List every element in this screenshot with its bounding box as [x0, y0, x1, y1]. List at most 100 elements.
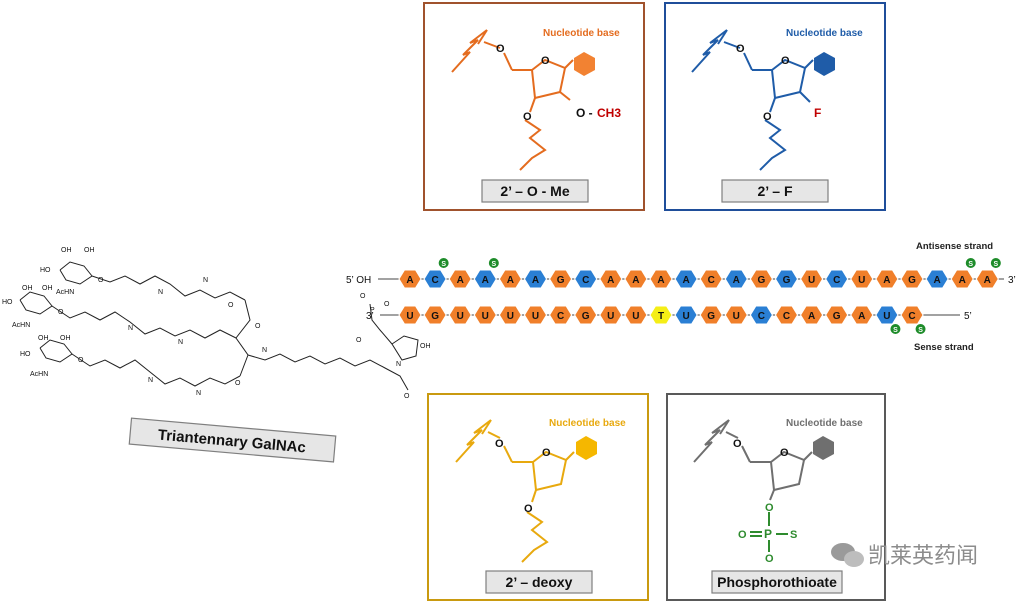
- antisense-strand-label: Antisense strand: [916, 241, 993, 252]
- f-substituent: F: [814, 106, 821, 120]
- galnac-atom: O: [235, 380, 241, 387]
- galnac-atom: N: [148, 377, 153, 384]
- nucleotide-letter: C: [758, 311, 765, 322]
- nucleotide-letter: U: [607, 311, 614, 322]
- phosphorothioate-structure: [693, 419, 813, 501]
- nucleotide-letter: T: [658, 311, 664, 322]
- galnac-atom: OH: [42, 285, 53, 292]
- nucleotide-letter: U: [507, 311, 514, 322]
- sense-nucleotide: [423, 305, 447, 325]
- ome-substituent-ch3: CH3: [597, 106, 621, 120]
- watermark: 凯莱英药闻: [831, 543, 978, 569]
- nucleotide-letter: A: [933, 275, 940, 286]
- antisense-nucleotide: [574, 269, 598, 289]
- panel-2-deoxy-label: 2’ – deoxy: [506, 574, 573, 590]
- antisense-nucleotide: [825, 269, 849, 289]
- sense-nucleotide: [850, 305, 874, 325]
- sense-nucleotide: [498, 305, 522, 325]
- nucleotide-letter: A: [607, 275, 614, 286]
- ps-o-top: O: [733, 438, 742, 450]
- nucleotide-letter: G: [783, 275, 791, 286]
- nucleotide-letter: G: [582, 311, 590, 322]
- panel-phosphorothioate: O O O O P S O Nucleotide base Phosphorot…: [666, 393, 886, 601]
- sense-3-end: 3’: [366, 311, 374, 322]
- galnac-atom: N: [158, 289, 163, 296]
- nucleotide-letter: C: [431, 275, 438, 286]
- panel-2-o-me-label-box: [481, 179, 589, 203]
- sense-nucleotide: [649, 305, 673, 325]
- galnac-atom: O: [255, 323, 261, 330]
- phosphorothioate-marker-label: S: [441, 261, 446, 268]
- galnac-atom: HO: [40, 267, 51, 274]
- sense-nucleotide: [473, 305, 497, 325]
- sense-nucleotide: [800, 305, 824, 325]
- sense-nucleotide: [574, 305, 598, 325]
- galnac-atom: N: [396, 361, 401, 368]
- galnac-atom: N: [128, 325, 133, 332]
- nucleotide-letter: U: [883, 311, 890, 322]
- sense-nucleotide: [900, 305, 924, 325]
- galnac-atom: P: [370, 307, 375, 314]
- nucleotide-letter: U: [682, 311, 689, 322]
- ome-o-top: O: [496, 43, 505, 55]
- antisense-nucleotide: [599, 269, 623, 289]
- antisense-nucleotide: [774, 269, 799, 289]
- nucleotide-letter: U: [482, 311, 489, 322]
- sense-nucleotide: [749, 305, 773, 325]
- phosphorothioate-marker-label: S: [918, 327, 923, 334]
- phosphorothioate-marker: [990, 258, 1001, 268]
- nucleotide-letter: G: [758, 275, 766, 286]
- nucleotide-letter: C: [833, 275, 840, 286]
- phosphorothioate-marker-label: S: [492, 261, 497, 268]
- phosphorothioate-marker: [890, 324, 901, 334]
- antisense-nucleotide: [473, 269, 497, 289]
- nucleotide-letter: A: [406, 275, 413, 286]
- ome-o-bottom: O: [523, 111, 532, 123]
- panel-2-o-me-label: 2’ – O - Me: [500, 183, 569, 199]
- sense-5-end: 5’: [964, 311, 972, 322]
- antisense-nucleotide: [950, 269, 974, 289]
- nucleotide-letter: G: [833, 311, 841, 322]
- nucleotide-base-hexagon: [576, 436, 597, 460]
- panel-2-f: O O O Nucleotide base F 2’ – F: [664, 2, 886, 211]
- ps-phosphorus: P: [764, 527, 772, 541]
- antisense-nucleotide: [850, 269, 874, 289]
- galnac-atom: OH: [60, 335, 71, 342]
- galnac-atom: OH: [420, 343, 431, 350]
- nucleotide-letter: A: [808, 311, 815, 322]
- nucleotide-letter: U: [632, 311, 639, 322]
- nucleotide-letter: A: [457, 275, 464, 286]
- galnac-atom: OH: [61, 247, 72, 254]
- ring-oxygen: O: [781, 55, 790, 67]
- galnac-atom: O: [58, 309, 64, 316]
- sense-nucleotide: [624, 305, 648, 325]
- nucleotide-base-hexagon: [813, 436, 834, 460]
- panel-2-deoxy: O O O Nucleotide base 2’ – deoxy: [427, 393, 649, 601]
- galnac-atom: O: [360, 293, 366, 300]
- ome-substituent-o: O -: [576, 106, 593, 120]
- nucleotide-letter: A: [858, 311, 865, 322]
- sense-nucleotide: [549, 305, 573, 325]
- nucleotide-letter: U: [733, 311, 740, 322]
- antisense-nucleotide: [699, 269, 723, 289]
- ring-oxygen: O: [541, 55, 550, 67]
- nucleotide-letter: A: [507, 275, 514, 286]
- sense-nucleotide: [523, 305, 548, 325]
- panel-2-o-me-frame: [423, 2, 645, 211]
- antisense-nucleotide: [398, 269, 422, 289]
- nucleotide-letter: U: [808, 275, 815, 286]
- phosphorothioate-marker-label: S: [893, 327, 898, 334]
- nucleotide-letter: C: [708, 275, 715, 286]
- panel-2-o-me: O O O Nucleotide base O - CH3 2’ – O - M…: [423, 2, 645, 211]
- galnac-atom: O: [404, 393, 410, 400]
- galnac-atom: AcHN: [12, 322, 30, 329]
- f-o-top: O: [736, 43, 745, 55]
- antisense-nucleotide: [549, 269, 573, 289]
- panel-2-f-label: 2’ – F: [757, 183, 792, 199]
- galnac-atom: OH: [38, 335, 49, 342]
- sense-nucleotide: [448, 305, 472, 325]
- galnac-atom: O: [98, 277, 104, 284]
- galnac-label-box: [128, 417, 337, 463]
- antisense-nucleotide: [724, 269, 748, 289]
